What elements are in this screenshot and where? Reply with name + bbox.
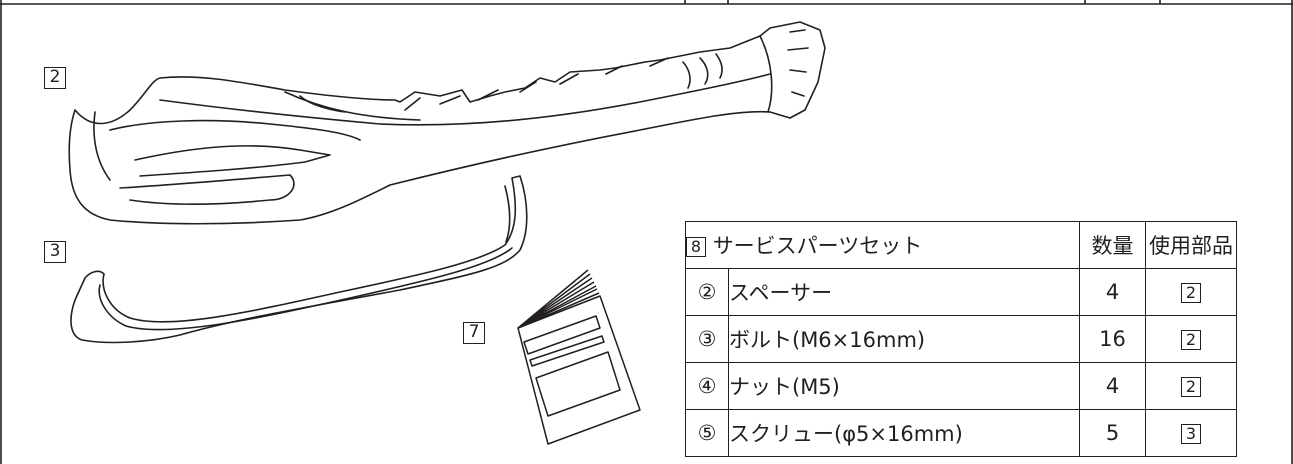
row-use: 2 bbox=[1145, 315, 1237, 363]
row-number: ⑤ bbox=[685, 409, 729, 457]
table-title: サービスパーツセット bbox=[712, 234, 923, 258]
row-name: スペーサー bbox=[728, 268, 1080, 316]
qty-header: 数量 bbox=[1079, 221, 1146, 269]
row-number: ② bbox=[685, 268, 729, 316]
table-header-row: 8 サービスパーツセット 数量 使用部品 bbox=[685, 221, 1237, 269]
set-number-box: 8 bbox=[686, 237, 706, 257]
row-use: 2 bbox=[1145, 362, 1237, 410]
row-number: ③ bbox=[685, 315, 729, 363]
row-name: ボルト(M6×16mm) bbox=[728, 315, 1080, 363]
row-use: 3 bbox=[1145, 409, 1237, 457]
row-qty: 4 bbox=[1079, 362, 1146, 410]
row-name: ナット(M5) bbox=[728, 362, 1080, 410]
row-qty: 16 bbox=[1079, 315, 1146, 363]
use-part-box: 2 bbox=[1181, 377, 1201, 397]
table-row: ⑤ スクリュー(φ5×16mm) 5 3 bbox=[685, 409, 1237, 457]
row-qty: 5 bbox=[1079, 409, 1146, 457]
table-row: ③ ボルト(M6×16mm) 16 2 bbox=[685, 315, 1237, 363]
use-header: 使用部品 bbox=[1145, 221, 1237, 269]
use-part-box: 2 bbox=[1181, 283, 1201, 303]
part-7-label: 7 bbox=[463, 322, 485, 344]
table-row: ④ ナット(M5) 4 2 bbox=[685, 362, 1237, 410]
row-use: 2 bbox=[1145, 268, 1237, 316]
use-part-box: 2 bbox=[1181, 330, 1201, 350]
part-3-label: 3 bbox=[44, 241, 66, 263]
row-qty: 4 bbox=[1079, 268, 1146, 316]
part-2-label: 2 bbox=[44, 67, 66, 89]
row-number: ④ bbox=[685, 362, 729, 410]
use-part-box: 3 bbox=[1181, 424, 1201, 444]
row-name: スクリュー(φ5×16mm) bbox=[728, 409, 1080, 457]
table-title-cell: 8 サービスパーツセット bbox=[685, 221, 1080, 269]
service-parts-table: 8 サービスパーツセット 数量 使用部品 ② スペーサー 4 2 ③ ボルト(M… bbox=[685, 221, 1237, 457]
table-row: ② スペーサー 4 2 bbox=[685, 268, 1237, 316]
